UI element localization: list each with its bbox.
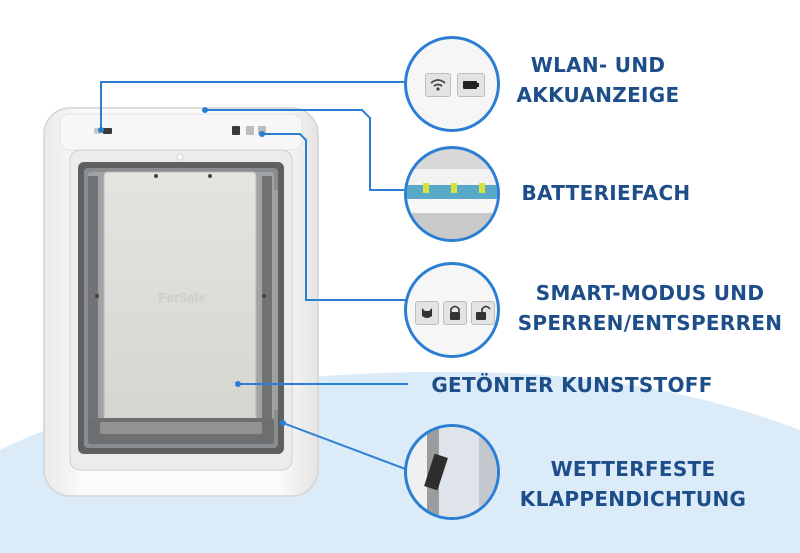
battery-indicator <box>103 128 112 134</box>
connector-seal <box>282 422 409 471</box>
bubble-wifi-battery <box>404 36 500 132</box>
label-battery-compartment: BATTERIEFACH <box>506 178 706 208</box>
lock-button <box>246 126 254 135</box>
label-wifi-battery-line2: AKKUANZEIGE <box>516 83 680 107</box>
wifi-icon <box>425 73 451 97</box>
label-flap-seal-line2: KLAPPENDICHTUNG <box>519 487 747 511</box>
label-battery-compartment-line1: BATTERIEFACH <box>521 181 691 205</box>
lock-closed-icon <box>443 301 467 325</box>
label-flap-seal-line1: WETTERFESTE <box>550 457 716 481</box>
label-wifi-battery: WLAN- UND AKKUANZEIGE <box>508 50 688 110</box>
bubble-smart-lock <box>404 262 500 358</box>
label-wifi-battery-line1: WLAN- UND <box>530 53 666 77</box>
label-flap-seal: WETTERFESTE KLAPPENDICHTUNG <box>506 454 760 514</box>
connector-battery <box>205 109 404 191</box>
label-smart-lock: SMART-MODUS UND SPERREN/ENTSPERREN <box>508 278 792 338</box>
label-smart-lock-line2: SPERREN/ENTSPERREN <box>517 311 783 335</box>
label-smart-lock-line1: SMART-MODUS UND <box>535 281 765 305</box>
connector-smart <box>262 133 408 301</box>
bubble-flap-seal <box>404 424 500 520</box>
label-tinted-plastic-line1: GETÖNTER KUNSTSTOFF <box>431 373 713 397</box>
pet-head-icon <box>415 301 439 325</box>
brand-watermark: PetSafe <box>158 290 206 305</box>
battery-icon <box>457 73 485 97</box>
bubble-battery-compartment <box>404 146 500 242</box>
smart-mode-button <box>232 126 240 135</box>
label-tinted-plastic: GETÖNTER KUNSTSTOFF <box>418 370 726 400</box>
lock-open-icon <box>471 301 495 325</box>
connector-wifi <box>100 81 404 128</box>
